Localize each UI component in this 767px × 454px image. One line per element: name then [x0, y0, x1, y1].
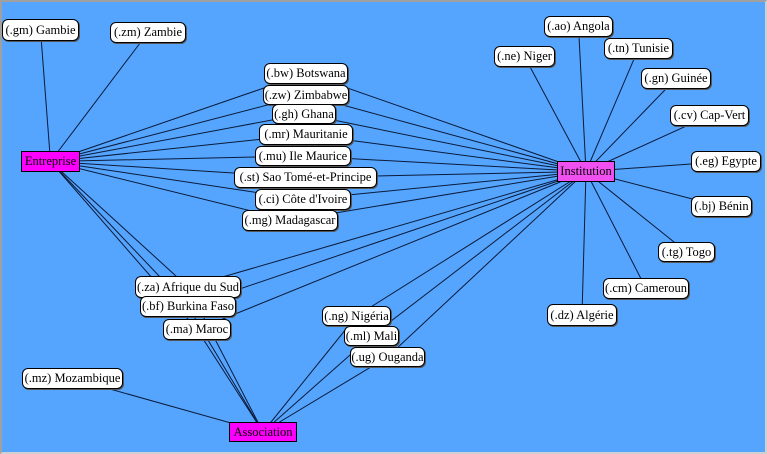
country-node-mozambique[interactable]: (.mz) Mozambique — [22, 368, 123, 389]
edge-zm-entreprise — [50, 32, 149, 162]
country-node-gambie[interactable]: (.gm) Gambie — [2, 19, 79, 41]
edge-tg-institution — [585, 171, 687, 253]
country-node-madagascar[interactable]: (.mg) Madagascar — [242, 210, 338, 231]
edge-zw-entreprise — [50, 94, 307, 162]
edge-ml-institution — [371, 171, 587, 337]
edge-ng-association — [262, 315, 357, 433]
country-node-afrique-du-sud[interactable]: (.za) Afrique du Sud — [135, 276, 241, 298]
edge-ne-institution — [524, 56, 587, 172]
hub-node-entreprise[interactable]: Entreprise — [21, 151, 80, 172]
country-node-maroc[interactable]: (.ma) Maroc — [163, 319, 231, 340]
edge-gh-institution — [303, 113, 587, 172]
hub-node-association[interactable]: Association — [229, 422, 297, 442]
country-node-cap-vert[interactable]: (.cv) Cap-Vert — [670, 105, 749, 126]
country-node-mali[interactable]: (.ml) Mali — [344, 326, 399, 346]
edge-dz-institution — [581, 171, 587, 316]
country-node-guinee[interactable]: (.gn) Guinée — [641, 68, 711, 89]
edge-za-institution — [187, 171, 587, 288]
edge-ma-institution — [196, 171, 587, 330]
country-node-ouganda[interactable]: (.ug) Ouganda — [350, 347, 425, 367]
country-node-niger[interactable]: (.ne) Niger — [494, 46, 555, 67]
edge-cm-institution — [585, 171, 647, 289]
country-node-botswana[interactable]: (.bw) Botswana — [264, 63, 348, 84]
edge-ug-institution — [387, 171, 587, 358]
country-node-algerie[interactable]: (.dz) Algérie — [547, 304, 617, 326]
edge-ao-institution — [578, 26, 587, 172]
edge-gn-institution — [585, 78, 677, 172]
edge-tn-institution — [585, 48, 639, 172]
country-node-togo[interactable]: (.tg) Togo — [658, 242, 715, 262]
country-node-tunisie[interactable]: (.tn) Tunisie — [604, 38, 673, 59]
edge-gh-entreprise — [50, 113, 305, 162]
edge-ma-association — [196, 329, 264, 433]
country-node-ile-maurice[interactable]: (.mu) Ile Maurice — [255, 146, 351, 166]
edge-za-entreprise — [50, 161, 189, 288]
country-node-burkina-faso[interactable]: (.bf) Burkina Faso — [140, 296, 236, 317]
country-node-egypte[interactable]: (.eg) Egypte — [691, 151, 761, 172]
country-node-angola[interactable]: (.ao) Angola — [544, 16, 613, 37]
country-node-ghana[interactable]: (.gh) Ghana — [272, 104, 336, 124]
country-node-nigeria[interactable]: (.ng) Nigéria — [322, 306, 391, 326]
hub-node-institution[interactable]: Institution — [557, 161, 615, 182]
edge-mg-institution — [289, 171, 587, 221]
country-node-zambie[interactable]: (.zm) Zambie — [110, 22, 186, 43]
edge-ug-association — [262, 356, 388, 433]
edge-gm-entreprise — [40, 29, 51, 162]
edge-ng-institution — [356, 171, 587, 317]
country-node-cameroun[interactable]: (.cm) Cameroun — [603, 278, 689, 299]
country-node-cote-divoire[interactable]: (.ci) Côte d'Ivoire — [255, 189, 351, 210]
edge-bf-institution — [187, 171, 587, 307]
edge-bw-institution — [305, 73, 587, 172]
edge-zw-institution — [305, 94, 587, 172]
country-node-sao-tome[interactable]: (.st) Sao Tomé-et-Principe — [234, 167, 377, 188]
country-node-benin[interactable]: (.bj) Bénin — [691, 196, 752, 217]
country-node-mauritanie[interactable]: (.mr) Mauritanie — [259, 124, 353, 145]
country-node-zimbabwe[interactable]: (.zw) Zimbabwe — [263, 85, 349, 105]
